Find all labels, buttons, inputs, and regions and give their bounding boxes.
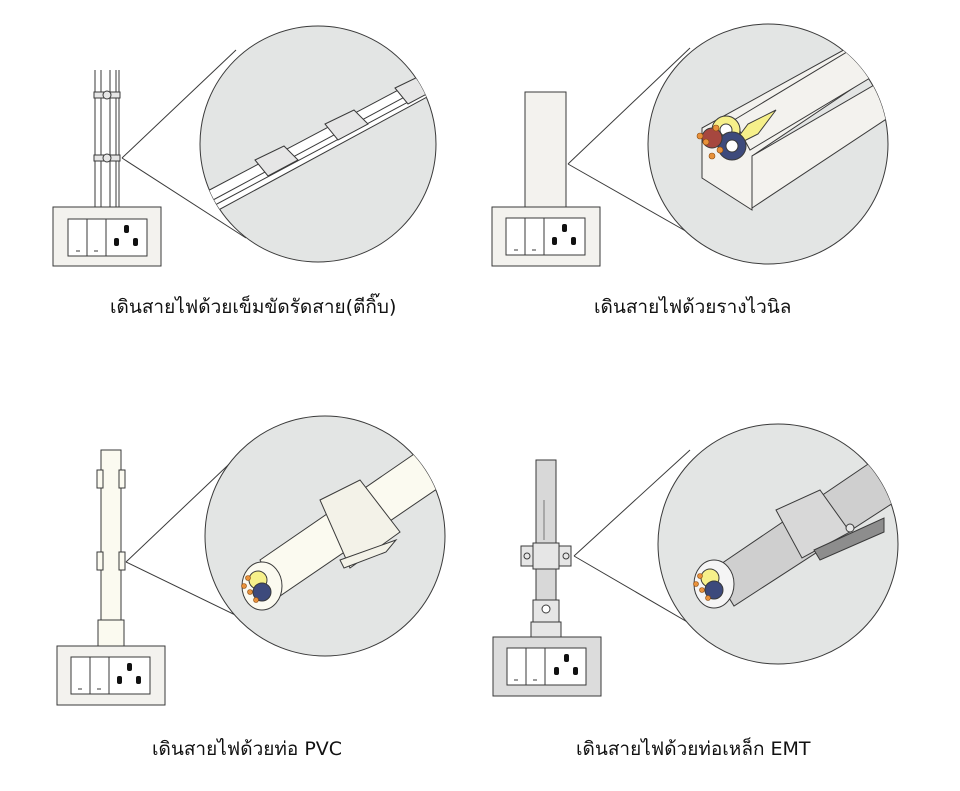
zoom-callout-lines: [121, 49, 247, 239]
zoomed-clipped-cables: [200, 67, 436, 221]
cable-clip-illustration: [52, 25, 437, 267]
copper-strands: [241, 575, 259, 603]
set-screw-icon: [541, 604, 551, 614]
vinyl-trunking-illustration: [491, 23, 889, 267]
caption-cable-clip: เดินสายไฟด้วยเข็มขัดรัดสาย(ตีกิ๊บ): [110, 296, 397, 318]
emt-pipe-vertical: [520, 459, 572, 666]
caption-vinyl-trunking: เดินสายไฟด้วยรางไวนิล: [594, 296, 792, 318]
caption-emt-conduit: เดินสายไฟด้วยท่อเหล็ก EMT: [576, 738, 811, 760]
zoomed-emt-pipe: [693, 455, 898, 609]
switch-outlet-plate: [492, 636, 602, 697]
emt-conduit-illustration: [492, 423, 899, 697]
panel-emt-conduit: เดินสายไฟด้วยท่อเหล็ก EMT: [480, 400, 960, 791]
switch-outlet-plate: [56, 645, 166, 706]
panel-cable-clip: เดินสายไฟด้วยเข็มขัดรัดสาย(ตีกิ๊บ): [0, 0, 480, 330]
copper-strands: [696, 124, 724, 160]
pvc-pipe-vertical: [96, 449, 126, 647]
caption-pvc-conduit: เดินสายไฟด้วยท่อ PVC: [152, 738, 343, 760]
pvc-conduit-illustration: [56, 415, 446, 706]
panel-vinyl-trunking: เดินสายไฟด้วยรางไวนิล: [480, 0, 960, 330]
clip-icons: [93, 90, 121, 163]
copper-strands: [693, 573, 711, 601]
switch-outlet-plate: [491, 206, 601, 267]
trunking-vertical: [524, 91, 567, 208]
switch-outlet-plate: [52, 206, 162, 267]
zoomed-pvc-pipe: [241, 449, 445, 611]
panel-pvc-conduit: เดินสายไฟด้วยท่อ PVC: [0, 400, 480, 791]
